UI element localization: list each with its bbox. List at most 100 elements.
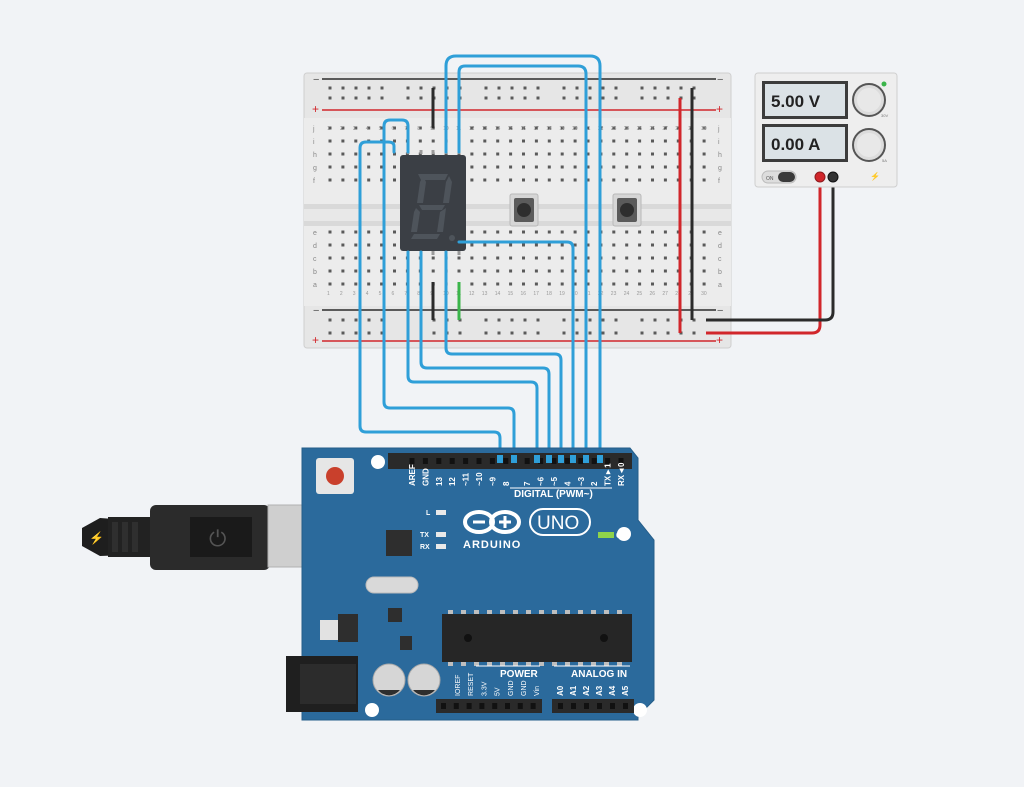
rail-hole[interactable] (328, 86, 332, 90)
breadboard-hole[interactable] (663, 152, 667, 156)
breadboard-hole[interactable] (638, 139, 642, 143)
breadboard-hole[interactable] (651, 243, 654, 247)
rail-hole[interactable] (367, 318, 371, 322)
power-supply[interactable]: 5.00 V 0.00 A 30V 5A ON ⚡ (754, 72, 898, 188)
rail-hole[interactable] (653, 86, 657, 90)
breadboard-hole[interactable] (367, 282, 371, 286)
breadboard-hole[interactable] (534, 282, 538, 286)
usb-cable[interactable]: ⏻ ⚡ (82, 504, 355, 570)
breadboard-hole[interactable] (586, 165, 590, 169)
breadboard-hole[interactable] (663, 269, 667, 273)
breadboard-hole[interactable] (612, 243, 616, 247)
rail-hole[interactable] (614, 318, 618, 322)
breadboard-hole[interactable] (560, 282, 564, 286)
rail-hole[interactable] (653, 96, 657, 100)
breadboard-hole[interactable] (380, 165, 384, 169)
rail-hole[interactable] (328, 96, 332, 100)
breadboard-hole[interactable] (573, 282, 577, 286)
rail-hole[interactable] (562, 96, 566, 100)
breadboard-hole[interactable] (560, 243, 564, 247)
breadboard-hole[interactable] (341, 243, 345, 247)
breadboard-hole[interactable] (676, 256, 680, 260)
rail-hole[interactable] (692, 318, 696, 322)
positive-terminal[interactable] (814, 171, 826, 183)
breadboard-hole[interactable] (522, 256, 525, 260)
breadboard-hole[interactable] (547, 230, 551, 234)
breadboard-hole[interactable] (483, 282, 487, 286)
breadboard-hole[interactable] (586, 256, 590, 260)
breadboard-hole[interactable] (676, 126, 680, 130)
breadboard-hole[interactable] (509, 165, 513, 169)
breadboard-hole[interactable] (676, 178, 680, 182)
breadboard-hole[interactable] (702, 243, 706, 247)
rail-hole[interactable] (536, 96, 540, 100)
rail-hole[interactable] (666, 86, 670, 90)
breadboard-hole[interactable] (676, 243, 680, 247)
breadboard-hole[interactable] (354, 256, 358, 260)
rail-hole[interactable] (614, 96, 618, 100)
rail-hole[interactable] (536, 318, 540, 322)
breadboard-hole[interactable] (470, 126, 474, 130)
rail-hole[interactable] (354, 318, 358, 322)
rail-hole[interactable] (367, 96, 371, 100)
rail-hole[interactable] (536, 331, 540, 335)
breadboard-hole[interactable] (367, 269, 371, 273)
breadboard-hole[interactable] (367, 256, 371, 260)
rail-hole[interactable] (575, 331, 579, 335)
rail-hole[interactable] (497, 86, 501, 90)
breadboard-hole[interactable] (393, 230, 396, 234)
breadboard-hole[interactable] (547, 165, 551, 169)
breadboard-hole[interactable] (328, 282, 332, 286)
breadboard-hole[interactable] (380, 126, 384, 130)
breadboard-hole[interactable] (625, 126, 629, 130)
breadboard-hole[interactable] (470, 256, 474, 260)
rail-hole[interactable] (367, 331, 371, 335)
rail-hole[interactable] (601, 318, 605, 322)
breadboard-hole[interactable] (625, 243, 629, 247)
breadboard-hole[interactable] (341, 282, 345, 286)
breadboard-hole[interactable] (663, 282, 667, 286)
breadboard-hole[interactable] (586, 126, 590, 130)
breadboard-hole[interactable] (676, 152, 680, 156)
breadboard-hole[interactable] (470, 269, 474, 273)
rail-hole[interactable] (419, 96, 423, 100)
breadboard-hole[interactable] (470, 152, 474, 156)
breadboard-hole[interactable] (328, 230, 332, 234)
breadboard-hole[interactable] (354, 243, 358, 247)
breadboard-hole[interactable] (496, 269, 500, 273)
breadboard-hole[interactable] (560, 165, 564, 169)
rail-hole[interactable] (653, 318, 657, 322)
rail-hole[interactable] (380, 318, 384, 322)
breadboard-hole[interactable] (380, 282, 384, 286)
breadboard-hole[interactable] (702, 256, 706, 260)
breadboard-hole[interactable] (393, 256, 396, 260)
breadboard-hole[interactable] (380, 269, 384, 273)
rail-hole[interactable] (419, 86, 423, 90)
rail-hole[interactable] (575, 318, 579, 322)
breadboard-hole[interactable] (341, 165, 345, 169)
breadboard-hole[interactable] (560, 139, 564, 143)
breadboard-hole[interactable] (573, 256, 577, 260)
rail-hole[interactable] (484, 96, 488, 100)
breadboard-hole[interactable] (586, 243, 590, 247)
rail-hole[interactable] (432, 331, 436, 335)
breadboard-hole[interactable] (380, 256, 384, 260)
breadboard-hole[interactable] (509, 139, 513, 143)
rail-hole[interactable] (458, 331, 462, 335)
rail-hole[interactable] (562, 86, 566, 90)
breadboard-hole[interactable] (483, 243, 487, 247)
breadboard-hole[interactable] (509, 256, 513, 260)
rail-hole[interactable] (523, 318, 527, 322)
breadboard-hole[interactable] (573, 269, 577, 273)
red-power-wire[interactable] (706, 178, 822, 335)
breadboard-hole[interactable] (638, 178, 642, 182)
breadboard-hole[interactable] (509, 230, 513, 234)
breadboard-hole[interactable] (496, 256, 500, 260)
rail-hole[interactable] (575, 96, 579, 100)
breadboard-hole[interactable] (663, 139, 667, 143)
breadboard-hole[interactable] (612, 126, 616, 130)
rail-hole[interactable] (497, 318, 501, 322)
breadboard-hole[interactable] (393, 139, 396, 143)
